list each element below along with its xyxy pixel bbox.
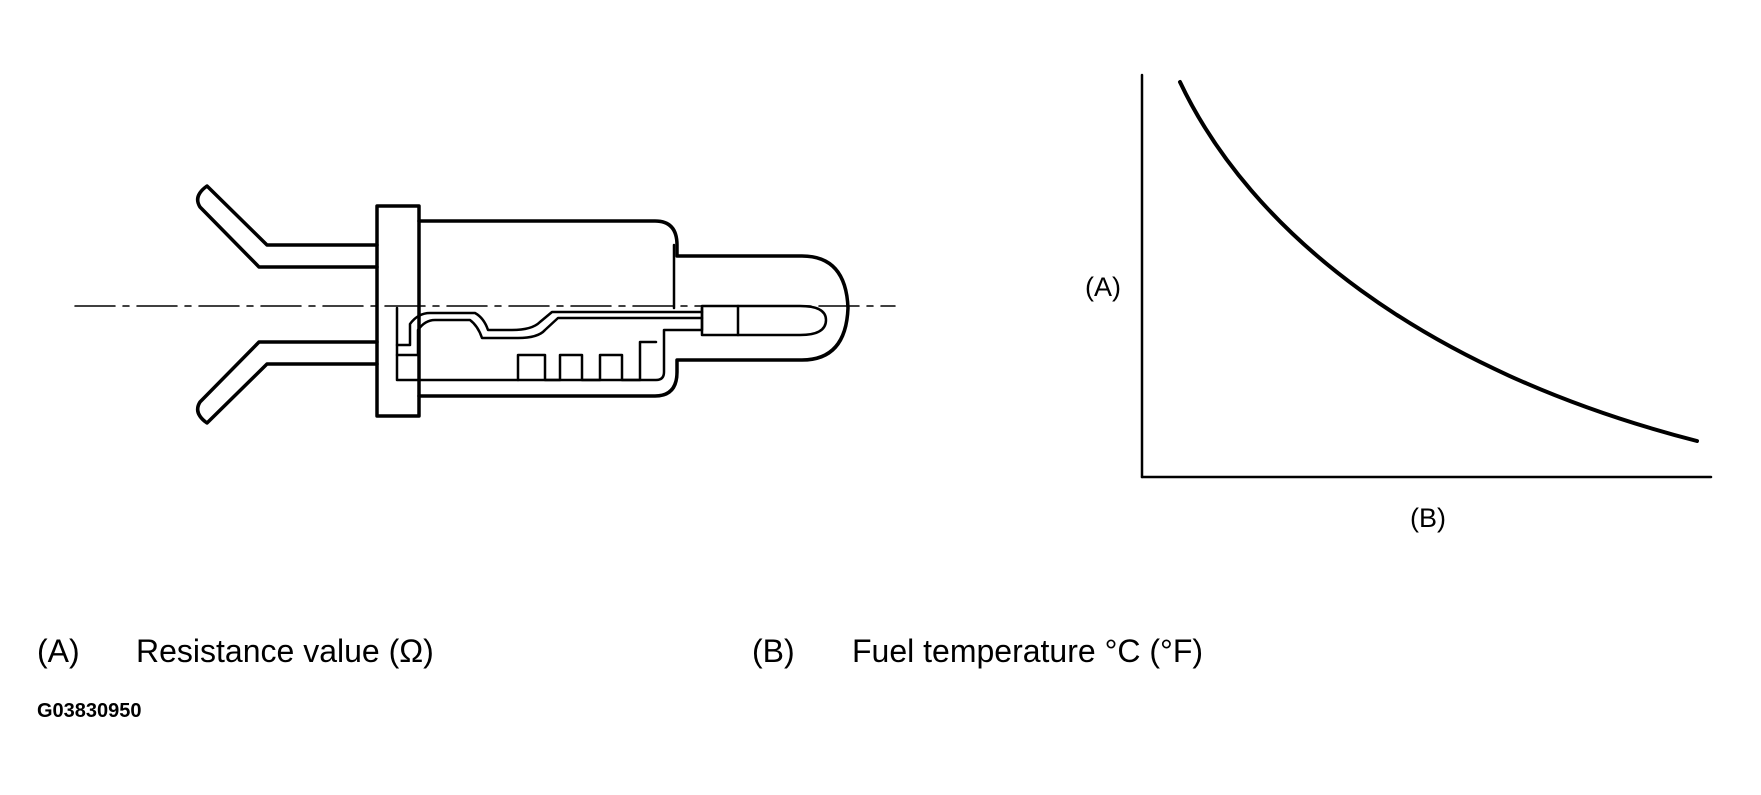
lower-terminal [195,340,379,425]
y-axis-marker: (A) [1085,272,1121,302]
sensor-flange [375,204,421,418]
sensor-body [417,219,850,398]
legend-item-b-key: (B) [752,633,795,669]
figure-code: G03830950 [37,700,142,722]
resistance-temperature-graph [1140,73,1713,479]
internal-lead-wire-inner [395,310,704,347]
fuel-temperature-sensor-illustration [74,184,896,425]
legend-item-a-text: Resistance value (Ω) [136,633,434,669]
sensor-fins [516,340,658,382]
probe-tip-inner [736,304,828,337]
x-axis-marker: (B) [1410,503,1446,533]
legend-item-b-text: Fuel temperature °C (°F) [852,633,1204,669]
inner-cavity [395,306,704,382]
resistance-curve [1178,80,1699,443]
upper-terminal [195,184,379,269]
internal-lead-wire [395,316,704,357]
legend-item-a-key: (A) [37,633,80,669]
thermistor-element [700,304,740,337]
